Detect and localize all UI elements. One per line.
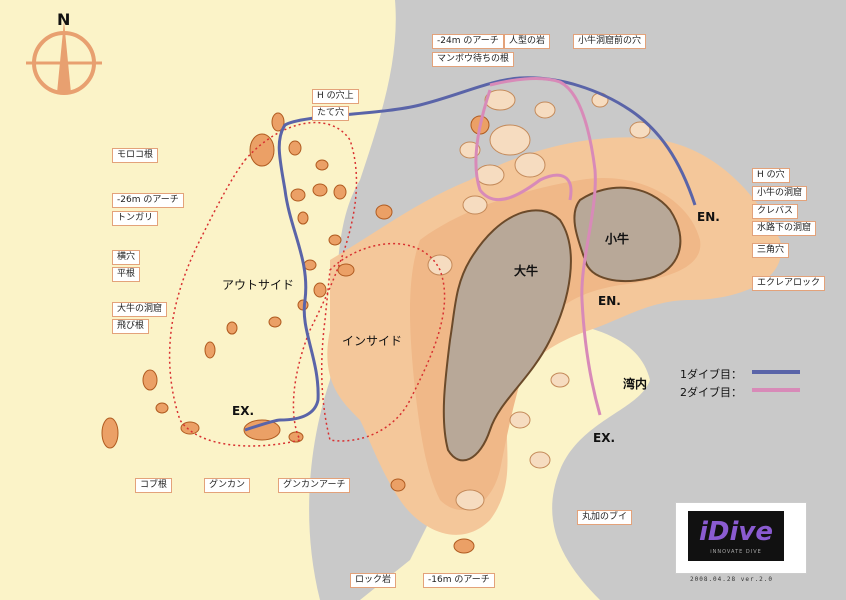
label-sankaku: 三角穴 xyxy=(752,243,790,258)
label-kobu: コブ根 xyxy=(135,478,173,493)
label-rock-iwa: ロック岩 xyxy=(350,573,397,588)
area-ooushi: 大牛 xyxy=(514,264,539,278)
label-marukabuoy: 丸加のブイ xyxy=(577,510,633,525)
label-hira-ne: 平根 xyxy=(112,267,141,282)
label-tongari: トンガリ xyxy=(112,211,159,226)
entry-2: EN. xyxy=(598,294,621,308)
compass-rose xyxy=(26,21,102,95)
pale-rocks xyxy=(427,89,651,511)
label-yoko-ana: 横穴 xyxy=(112,250,141,265)
label-morocco: モロコ根 xyxy=(112,148,159,163)
label-h-hole-top: H の穴上 xyxy=(312,89,359,104)
label-gunkan-arch: グンカンアーチ xyxy=(278,478,351,493)
label-tate-ana: たて穴 xyxy=(312,106,350,121)
label-ooushi-cave: 大牛の洞窟 xyxy=(112,302,168,317)
ooushi-rock xyxy=(442,209,572,462)
label-arch24: -24m のアーチ xyxy=(432,34,504,49)
label-arch26: -26m のアーチ xyxy=(112,193,184,208)
exit-2: EX. xyxy=(593,431,616,445)
version-text: 2008.04.28 ver.2.0 xyxy=(690,576,774,583)
legend-dive1: 1ダイブ目： xyxy=(680,368,742,381)
label-koushi-front-hole: 小牛洞窟前の穴 xyxy=(573,34,647,49)
exit-1: EX. xyxy=(232,404,255,418)
label-suiro-cave: 水路下の洞窟 xyxy=(752,221,817,236)
label-gunkan: グンカン xyxy=(204,478,251,493)
dive2-route xyxy=(474,77,602,416)
logo-subtitle: iNNOVATE DIVE xyxy=(710,549,762,555)
entry-1: EN. xyxy=(697,210,720,224)
area-outside: アウトサイド xyxy=(222,278,295,292)
label-crevasse: クレバス xyxy=(752,204,799,219)
koushi-rock xyxy=(573,186,682,282)
label-koushi-cave: 小牛の洞窟 xyxy=(752,186,808,201)
legend-dive2: 2ダイブ目： xyxy=(680,386,742,399)
area-wannai: 湾内 xyxy=(623,377,648,391)
compass-letter: N xyxy=(57,10,71,29)
label-manbou: マンボウ待ちの根 xyxy=(432,52,515,67)
area-inside: インサイド xyxy=(342,334,403,348)
logo-box: iDive iNNOVATE DIVE xyxy=(688,511,784,561)
label-arch16: -16m のアーチ xyxy=(423,573,495,588)
logo-title: iDive xyxy=(699,517,773,547)
idive-logo: iDive iNNOVATE DIVE xyxy=(675,502,807,574)
area-koushi: 小牛 xyxy=(605,232,630,246)
label-eclair: エクレアロック xyxy=(752,276,826,291)
label-tobi-ne: 飛び根 xyxy=(112,319,150,334)
dive1-route xyxy=(244,76,697,432)
label-human-rock: 人型の岩 xyxy=(504,34,551,49)
label-h-hole: H の穴 xyxy=(752,168,790,183)
